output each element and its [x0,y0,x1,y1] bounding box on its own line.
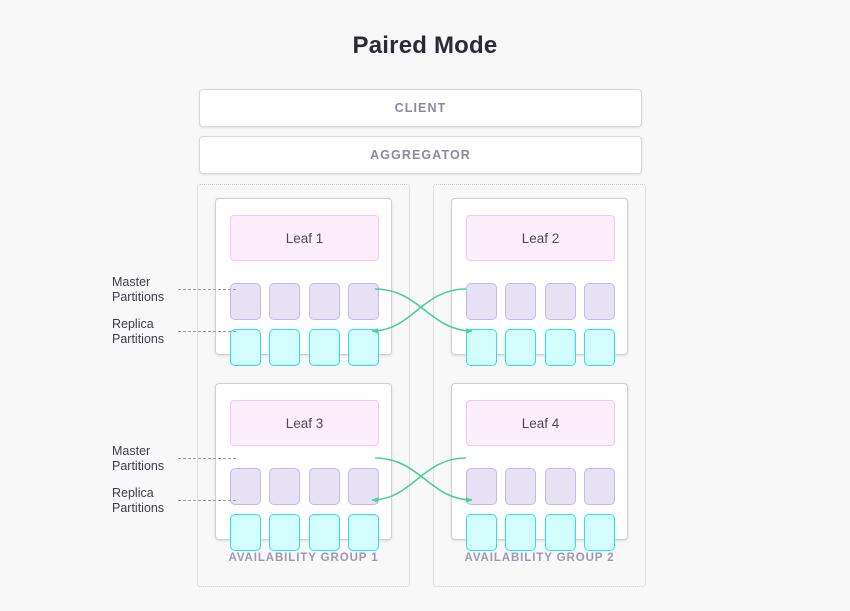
label-master-partitions-top: Master Partitions [112,275,202,305]
master-partition [269,468,301,505]
replica-partition [466,514,497,551]
node-aggregator-label: AGGREGATOR [370,148,471,162]
leaf-label: Leaf 2 [521,230,560,246]
replica-partition [466,329,497,366]
master-partition [308,283,340,320]
leaf-box-leaf-1: Leaf 1 [230,215,379,261]
leader-line-master-top [178,289,236,290]
replica-partition [544,514,576,551]
master-partition-row-leaf-2 [466,283,615,320]
master-partition [544,468,576,505]
leaf-panel-leaf-4: Leaf 4 [451,383,628,551]
master-partition-row-leaf-4 [466,468,615,505]
leaf-box-leaf-2: Leaf 2 [466,215,615,261]
label-line-2: Partitions [112,290,165,304]
page-title: Paired Mode [352,32,498,59]
leaf-label: Leaf 3 [285,415,324,431]
label-line-1: Master [112,444,151,458]
master-partition [308,468,340,505]
node-client-label: CLIENT [394,101,447,115]
availability-group-2-label: AVAILABILITY GROUP 2 [464,552,615,564]
master-partition-row-leaf-3 [230,468,379,505]
label-line-1: Master [112,275,151,289]
replica-partition [505,514,537,551]
replica-partition [269,329,301,366]
label-line-2: Partitions [112,501,165,515]
label-line-2: Partitions [112,459,165,473]
replica-partition [308,329,340,366]
label-replica-partitions-bottom: Replica Partitions [112,486,202,516]
leaf-panel-leaf-3: Leaf 3 [215,383,392,551]
master-partition [505,283,537,320]
label-master-partitions-bottom: Master Partitions [112,444,202,474]
label-line-2: Partitions [112,332,165,346]
replica-partition-row-leaf-1 [230,329,379,366]
replica-partition-row-leaf-2 [466,329,615,366]
leader-line-master-bottom [178,458,236,459]
master-partition [347,468,379,505]
node-client: CLIENT [199,89,642,127]
replica-partition [308,514,340,551]
replica-partition [347,329,379,366]
availability-group-1-label: AVAILABILITY GROUP 1 [228,552,379,564]
master-partition-row-leaf-1 [230,283,379,320]
replica-partition-row-leaf-4 [466,514,615,551]
master-partition [269,283,301,320]
label-line-1: Replica [112,317,154,331]
leaf-box-leaf-3: Leaf 3 [230,400,379,446]
replica-partition [230,514,261,551]
availability-group-2: Leaf 2 Leaf 4 [433,184,646,587]
leader-line-replica-bottom [178,500,236,501]
leaf-box-leaf-4: Leaf 4 [466,400,615,446]
label-replica-partitions-top: Replica Partitions [112,317,202,347]
master-partition [347,283,379,320]
leaf-label: Leaf 1 [285,230,324,246]
master-partition [230,468,261,505]
node-aggregator: AGGREGATOR [199,136,642,174]
leader-line-replica-top [178,331,236,332]
replica-partition [230,329,261,366]
replica-partition [544,329,576,366]
leaf-panel-leaf-1: Leaf 1 [215,198,392,366]
master-partition [466,468,497,505]
leaf-panel-leaf-2: Leaf 2 [451,198,628,366]
availability-group-1: Leaf 1 Leaf 3 [197,184,410,587]
master-partition [505,468,537,505]
replica-partition [583,329,615,366]
master-partition [544,283,576,320]
replica-partition-row-leaf-3 [230,514,379,551]
master-partition [583,468,615,505]
replica-partition [583,514,615,551]
master-partition [583,283,615,320]
leaf-label: Leaf 4 [521,415,560,431]
replica-partition [505,329,537,366]
master-partition [466,283,497,320]
replica-partition [269,514,301,551]
label-line-1: Replica [112,486,154,500]
replica-partition [347,514,379,551]
